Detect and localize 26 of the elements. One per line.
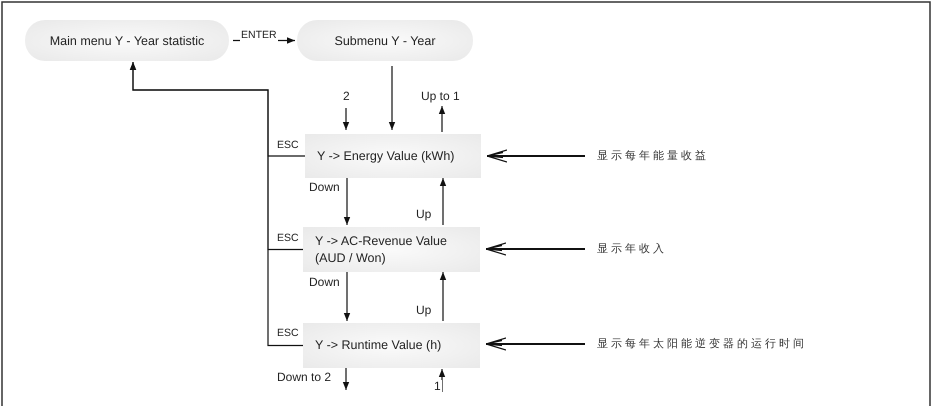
screen-box: Y -> Runtime Value (h) xyxy=(303,323,480,368)
edge-label: Up xyxy=(415,208,432,222)
edge-label: ENTER xyxy=(240,30,278,42)
edge-label: Down xyxy=(308,181,341,194)
annotation-text: 显示年收入 xyxy=(597,239,697,257)
edge-label: 1 xyxy=(433,380,442,394)
arrow xyxy=(342,108,350,130)
annotation-text: 显示每年太阳能逆变器的运行时间 xyxy=(597,334,837,352)
arrow xyxy=(440,178,446,225)
arrow xyxy=(342,368,350,390)
arrow xyxy=(344,178,350,225)
menu-box: Submenu Y - Year xyxy=(297,20,473,61)
screen-box: Y -> AC-Revenue Value (AUD / Won) xyxy=(303,227,480,272)
annotation-text: 显示每年能量收益 xyxy=(597,146,747,164)
edge-label: Down to 2 xyxy=(276,371,332,384)
screen-box: Y -> Energy Value (kWh) xyxy=(305,134,481,178)
arrow xyxy=(130,62,303,346)
arrow xyxy=(438,106,446,132)
edge-label: Up to 1 xyxy=(420,90,461,104)
arrow xyxy=(344,272,350,321)
edge-label: Down xyxy=(308,276,341,290)
arrow xyxy=(388,66,396,130)
menu-box: Main menu Y - Year statistic xyxy=(25,20,229,61)
arrow xyxy=(438,369,446,392)
arrow xyxy=(440,272,446,321)
edge-label: Up xyxy=(415,304,432,318)
